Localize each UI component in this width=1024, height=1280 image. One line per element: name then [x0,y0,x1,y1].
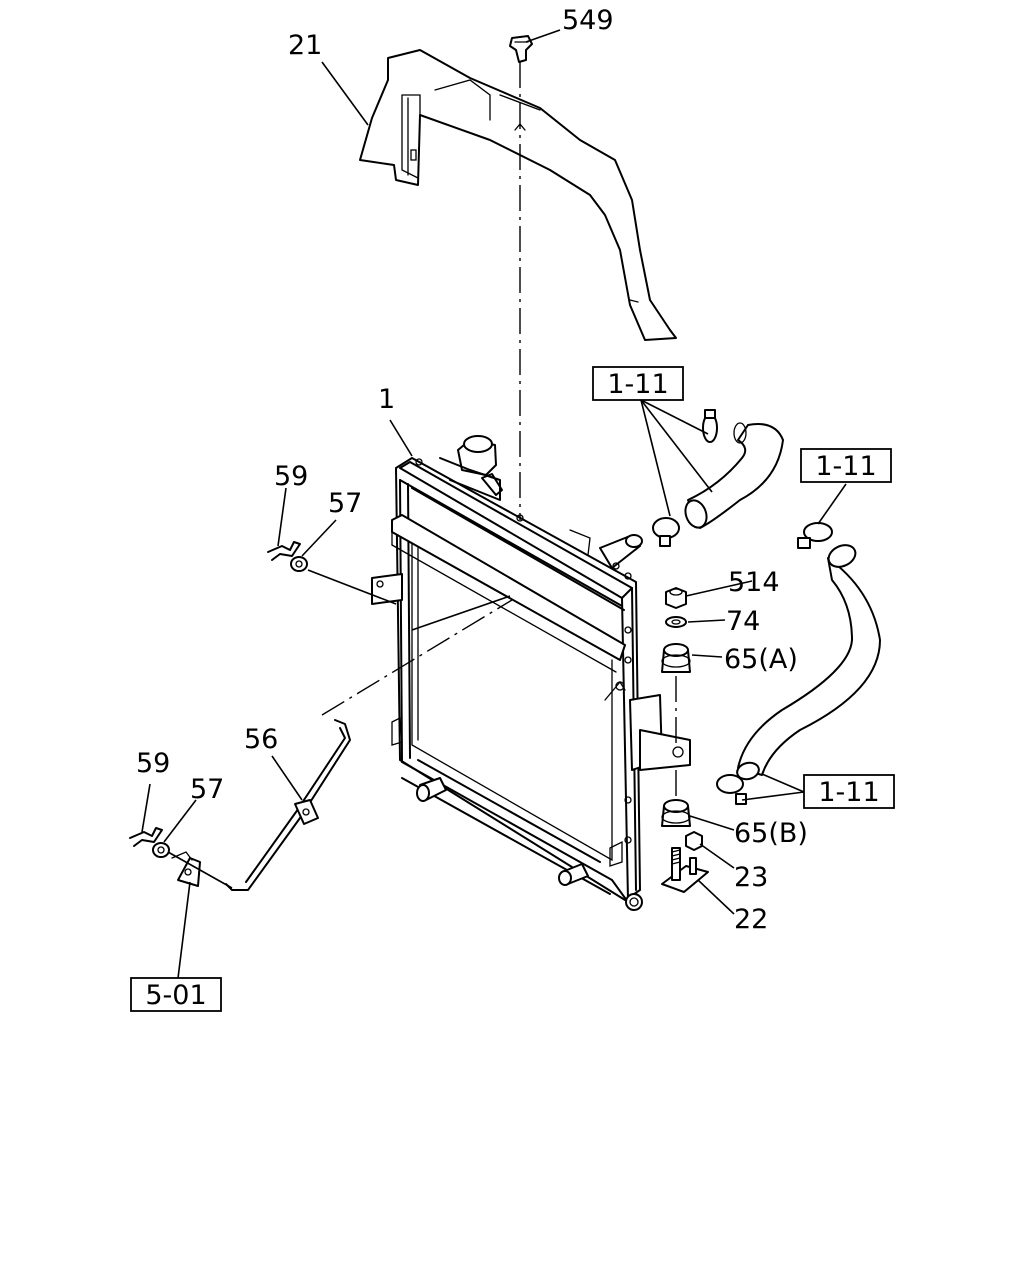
lower-hose [736,544,881,781]
ref-box-bottom[interactable]: 5-01 [130,977,222,1012]
grommet-57-lower [152,842,170,858]
clip-59-lower [129,827,163,847]
clip-59-upper [267,541,301,561]
ref-box-right[interactable]: 1-11 [800,448,892,483]
mount-cushion-65a [661,643,691,673]
arrow-mark [514,122,526,131]
ref-bottom-text: 5-01 [145,980,206,1011]
label-56: 56 [244,724,278,755]
ref-box-top[interactable]: 1-11 [592,366,684,401]
overflow-pipe [225,719,351,891]
label-549: 549 [562,5,614,36]
clip [509,35,533,63]
washer-74 [665,616,687,628]
stud-plate-22 [661,847,709,893]
label-23: 23 [734,862,768,893]
ref-right-text: 1-11 [815,451,876,482]
fan-shroud [359,49,677,341]
label-514: 514 [728,567,780,598]
ref-box-lower[interactable]: 1-11 [803,774,895,809]
label-22: 22 [734,904,768,935]
mount-point [516,514,524,522]
label-59-upper: 59 [274,461,308,492]
label-65a: 65(A) [724,644,798,675]
ref-top-text: 1-11 [607,369,668,400]
upper-hose [684,422,784,529]
ref-lower-text: 1-11 [818,777,879,808]
label-65b: 65(B) [734,818,808,849]
label-21: 21 [288,30,322,61]
clamp-upper-a [702,409,718,443]
label-1: 1 [378,384,395,415]
radiator [371,435,691,911]
grommet-57-upper [290,556,308,572]
nut-23 [685,831,703,851]
label-57-upper: 57 [328,488,362,519]
nut-514 [665,587,687,609]
label-74: 74 [726,606,760,637]
label-59-lower: 59 [136,748,170,779]
leader-lines [141,29,847,979]
clamp-lower-a [797,522,833,549]
label-57-lower: 57 [190,774,224,805]
clamp-lower-b [716,774,747,805]
clamp-upper-b [652,517,680,547]
mount-cushion-65b [661,799,691,827]
center-line-pipe [321,599,513,716]
